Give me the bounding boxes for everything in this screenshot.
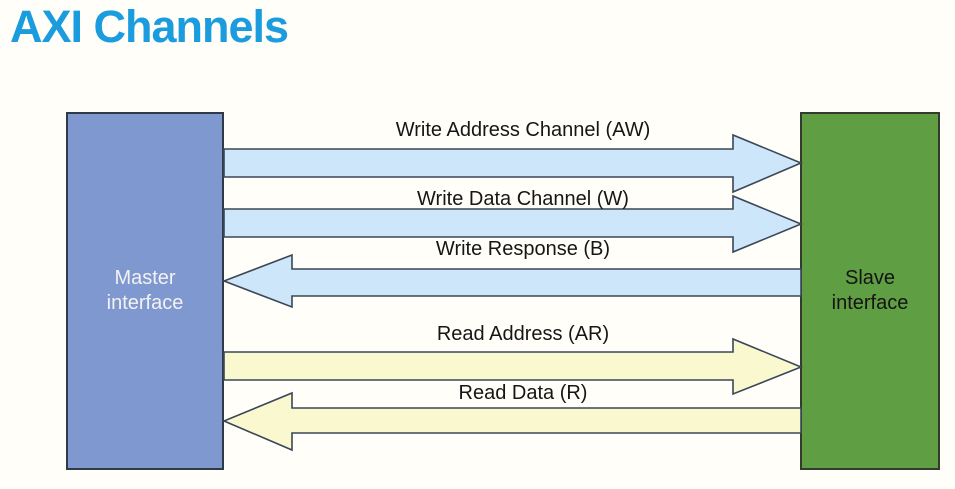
write-address-channel-arrow [223, 133, 804, 194]
write-response-channel-label: Write Response (B) [435, 238, 611, 260]
master-interface-box: Master interface [66, 112, 224, 470]
read-data-channel-label: Read Data (R) [458, 382, 588, 404]
slave-label-line2: interface [831, 292, 909, 314]
slave-label-line1: Slave [844, 267, 896, 289]
read-data-channel-arrow [221, 391, 802, 452]
write-address-channel-label: Write Address Channel (AW) [395, 119, 651, 141]
page-title: AXI Channels [10, 1, 289, 52]
write-data-channel-label: Write Data Channel (W) [417, 188, 629, 210]
read-address-channel-label: Read Address (AR) [436, 323, 610, 345]
write-data-channel-arrow [223, 194, 804, 254]
slave-interface-box: Slave interface [800, 112, 940, 470]
master-label-line1: Master [114, 267, 176, 289]
slave-interface-label: Slave interface [832, 266, 909, 316]
read-address-channel-arrow [223, 337, 804, 396]
write-response-channel-arrow [221, 253, 802, 309]
master-interface-label: Master interface [107, 266, 184, 316]
master-label-line2: interface [106, 292, 184, 314]
